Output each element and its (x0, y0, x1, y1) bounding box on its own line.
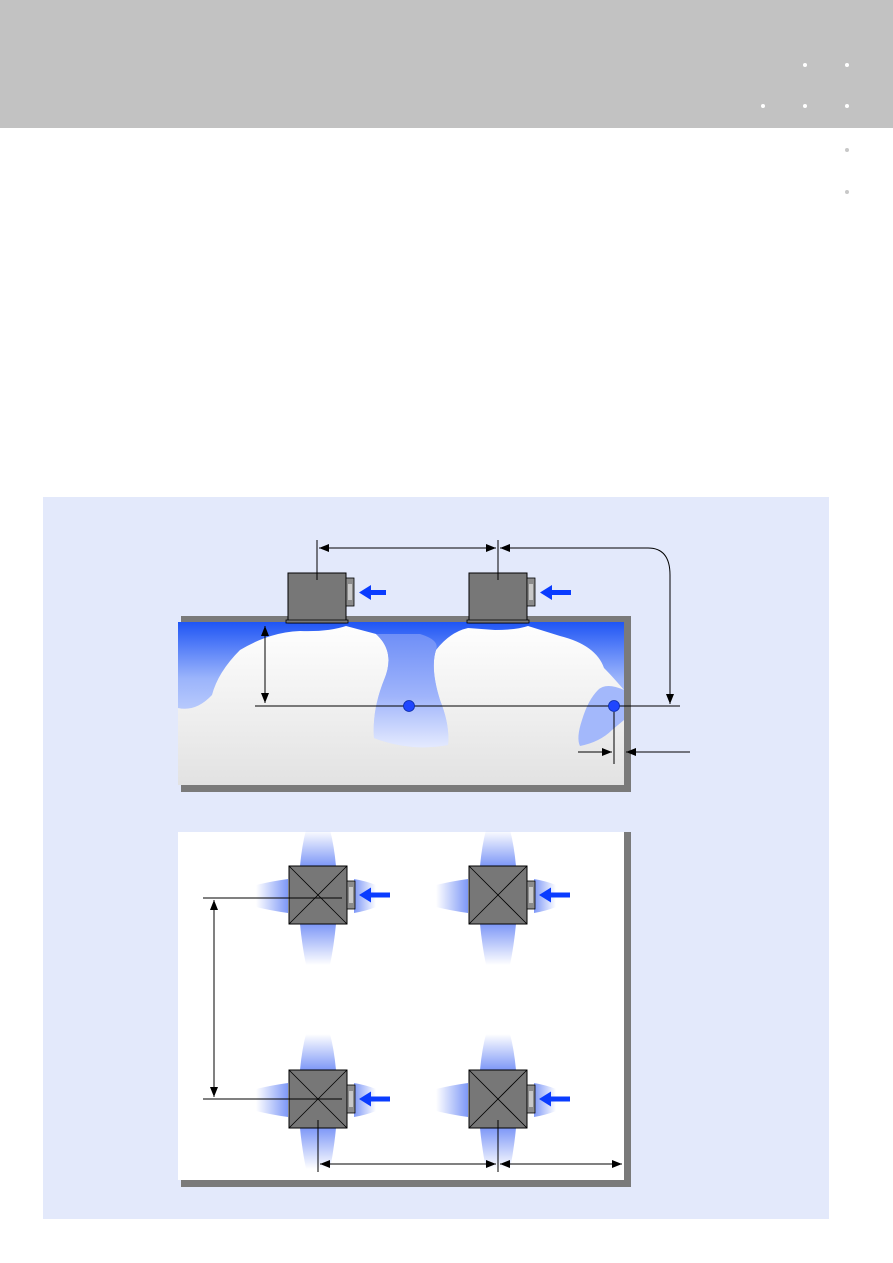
plan-dimension-lines (203, 897, 622, 1172)
supply-air-arrow (539, 887, 570, 903)
supply-air-arrow (359, 585, 386, 600)
decoration-dot (845, 63, 849, 67)
airflow-jet (480, 924, 516, 965)
ceiling-unit-plan (436, 830, 556, 965)
airflow-jet (480, 1034, 516, 1070)
airflow-jet (256, 879, 288, 913)
decoration-dot (845, 148, 849, 152)
supply-air-arrow (359, 1091, 390, 1107)
airflow-jet (436, 1083, 468, 1117)
airflow-jet (256, 1083, 288, 1117)
airflow-jet (300, 924, 336, 965)
ceiling-unit-side (285, 572, 355, 624)
side-elevation-view (178, 540, 690, 792)
measurement-point (608, 700, 620, 712)
supply-air-arrow (359, 887, 390, 903)
decoration-dot (845, 104, 849, 108)
supply-air-arrow (540, 585, 571, 600)
airflow-jet (300, 1034, 336, 1070)
airflow-jet (436, 879, 468, 913)
decoration-dot (845, 190, 849, 194)
room-interior (178, 832, 624, 1180)
airflow-jet (300, 830, 336, 866)
plan-view (178, 832, 631, 1187)
airflow-jet (480, 830, 516, 866)
header-band (0, 0, 893, 128)
supply-air-arrow (539, 1091, 570, 1107)
ceiling-unit-side (466, 572, 536, 624)
measurement-point (403, 700, 415, 712)
decoration-dot (803, 104, 807, 108)
decoration-dot (803, 63, 807, 67)
decoration-dot (761, 104, 765, 108)
central-airflow-plume (373, 634, 449, 748)
